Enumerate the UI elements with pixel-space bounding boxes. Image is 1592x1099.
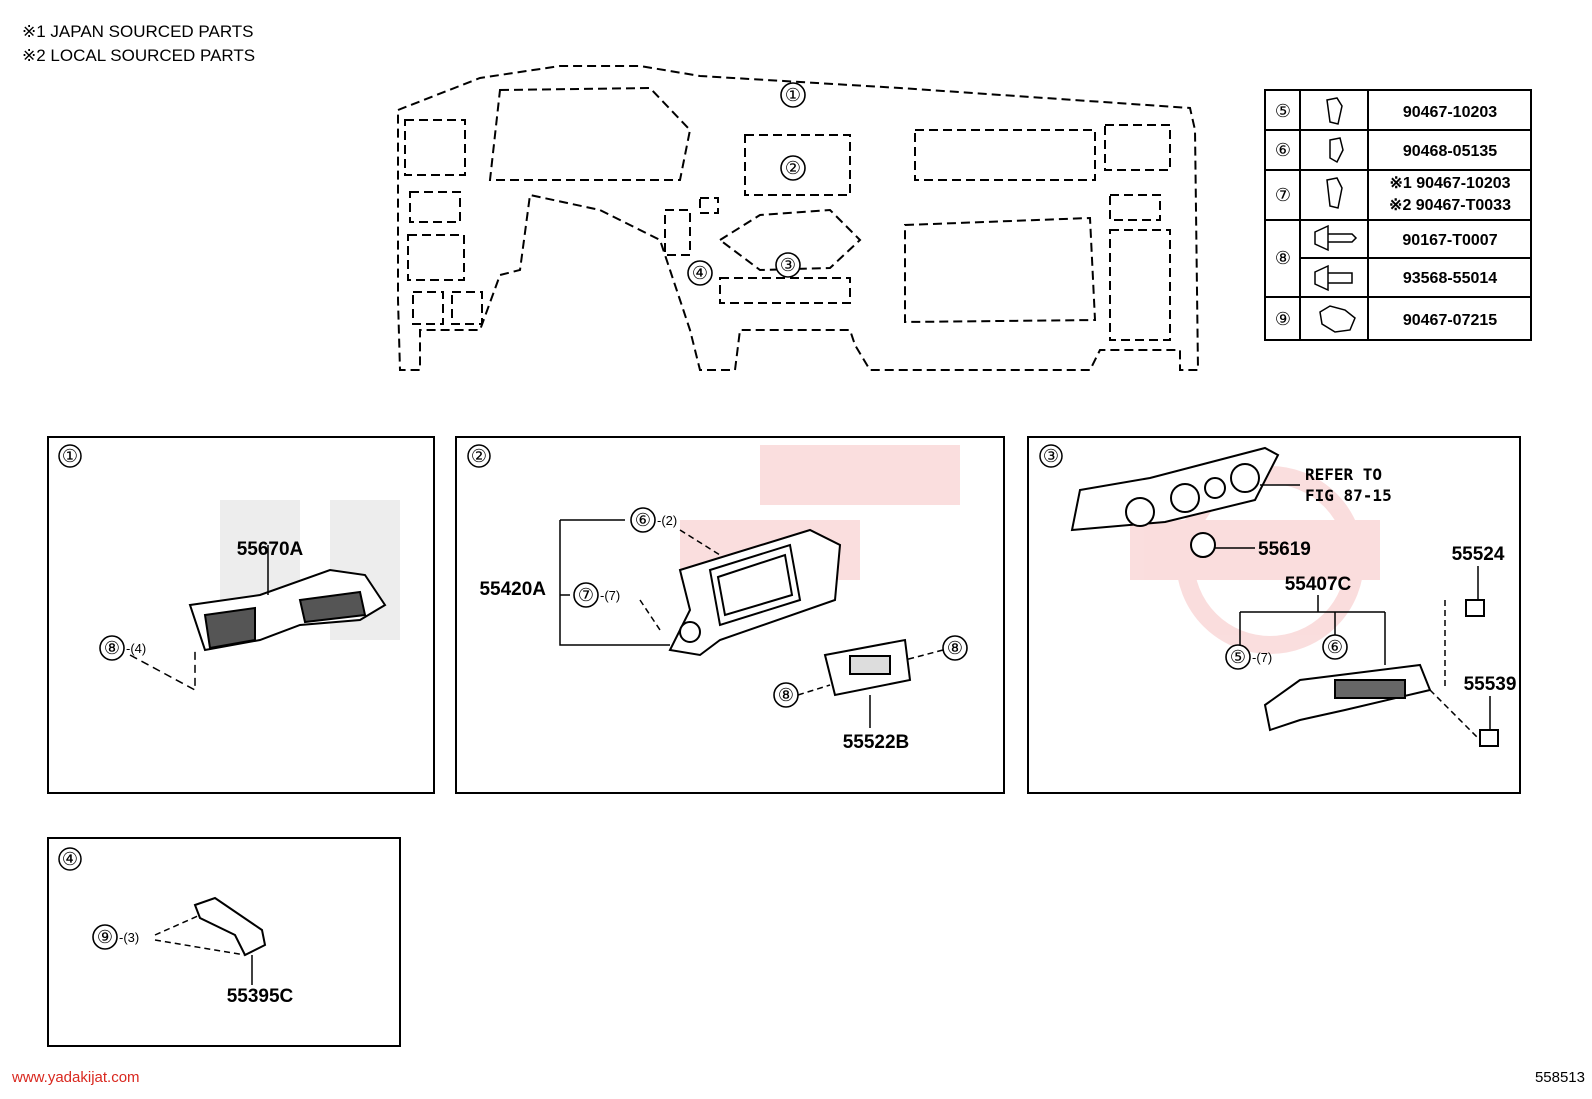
screw-qty: -(4) bbox=[126, 641, 146, 656]
part-93568-55014: 93568-55014 bbox=[1403, 270, 1497, 287]
part-local-clip: ※2 90467-T0033 bbox=[1389, 197, 1511, 214]
part-label-55670A: 55670A bbox=[237, 539, 304, 560]
part-90468-05135: 90468-05135 bbox=[1403, 143, 1497, 160]
part-label-55619: 55619 bbox=[1258, 539, 1311, 560]
bolt-qty: -(3) bbox=[119, 930, 139, 945]
part-label-55522B: 55522B bbox=[843, 732, 910, 753]
clip-icon bbox=[1326, 97, 1344, 209]
footer-site: www.yadakijat.com bbox=[11, 1069, 140, 1086]
clip6-ref: ⑥ bbox=[635, 510, 651, 530]
panel-4: ④ 55395C ⑨ -(3) bbox=[47, 837, 401, 1047]
clip5-qty: -(7) bbox=[1252, 650, 1272, 665]
part-90167-T0007: 90167-T0007 bbox=[1402, 232, 1497, 249]
bracket-55395C bbox=[193, 896, 267, 957]
clip7-ref: ⑦ bbox=[578, 585, 594, 605]
part-japan-clip: ※1 90467-10203 bbox=[1389, 175, 1510, 192]
clip6-qty: -(2) bbox=[657, 513, 677, 528]
part-55539-shape bbox=[1479, 729, 1499, 747]
refer-line-2: FIG 87-15 bbox=[1305, 486, 1392, 505]
clip7-qty: -(7) bbox=[600, 588, 620, 603]
overview-callouts: ① ② ③ ④ bbox=[687, 82, 806, 286]
panel-4-tag: ④ bbox=[62, 849, 78, 869]
switch-bezel bbox=[1263, 663, 1432, 732]
bolt-icon bbox=[1319, 305, 1356, 333]
screw-ref-left: ⑧ bbox=[778, 685, 794, 705]
knob-55619 bbox=[1190, 532, 1216, 558]
center-cluster-panel bbox=[668, 528, 842, 657]
part-label-55395C: 55395C bbox=[227, 986, 294, 1007]
part-label-55539: 55539 bbox=[1464, 674, 1517, 695]
climate-control-panel bbox=[1070, 446, 1280, 532]
table-ref-9: ⑨ bbox=[1275, 309, 1291, 329]
screw-ref: ⑧ bbox=[104, 638, 120, 658]
refer-line-1: REFER TO bbox=[1305, 465, 1382, 484]
screw-icon bbox=[1314, 224, 1358, 292]
watermark-logo bbox=[220, 445, 1380, 654]
dashboard-overview bbox=[397, 65, 1200, 371]
air-vent-duct bbox=[188, 545, 387, 652]
table-ref-6: ⑥ bbox=[1275, 140, 1291, 160]
table-ref-7: ⑦ bbox=[1275, 185, 1291, 205]
part-90467-10203: 90467-10203 bbox=[1403, 104, 1497, 121]
panel-3: ③ REFER TO FIG 87-15 55619 55407C ⑤ -(7)… bbox=[1027, 436, 1521, 794]
panel-1-tag: ① bbox=[62, 446, 78, 466]
switch-panel-55522B bbox=[823, 638, 912, 697]
callout-2: ② bbox=[785, 158, 801, 178]
panel-3-tag: ③ bbox=[1043, 446, 1059, 466]
table-ref-5: ⑤ bbox=[1275, 101, 1291, 121]
figure-id: 558513 bbox=[1535, 1069, 1585, 1086]
callout-3: ③ bbox=[780, 255, 796, 275]
screw-ref-right: ⑧ bbox=[947, 638, 963, 658]
part-90467-07215: 90467-07215 bbox=[1403, 312, 1497, 329]
fastener-table: ⑤ ⑥ ⑦ ⑧ ⑨ 90467-10203 90468-05135 ※1 904… bbox=[1264, 89, 1532, 341]
clip6-ref-p3: ⑥ bbox=[1327, 637, 1343, 657]
panel-2: ② 55420A ⑥ -(2) ⑦ -(7) 55522B ⑧ ⑧ bbox=[455, 436, 1005, 794]
legend-note-japan: ※1 JAPAN SOURCED PARTS bbox=[22, 22, 254, 41]
part-label-55524: 55524 bbox=[1452, 544, 1505, 565]
callout-4: ④ bbox=[692, 263, 708, 283]
bolt-ref: ⑨ bbox=[97, 927, 113, 947]
table-ref-8: ⑧ bbox=[1275, 248, 1291, 268]
panel-1: ① 55670A ⑧ -(4) bbox=[47, 436, 435, 794]
callout-1: ① bbox=[785, 85, 801, 105]
clip5-ref: ⑤ bbox=[1230, 647, 1246, 667]
part-55524-shape bbox=[1465, 599, 1485, 617]
panel-2-tag: ② bbox=[471, 446, 487, 466]
legend-note-local: ※2 LOCAL SOURCED PARTS bbox=[22, 46, 255, 65]
part-label-55407C: 55407C bbox=[1285, 574, 1352, 595]
part-label-55420A: 55420A bbox=[479, 579, 546, 600]
